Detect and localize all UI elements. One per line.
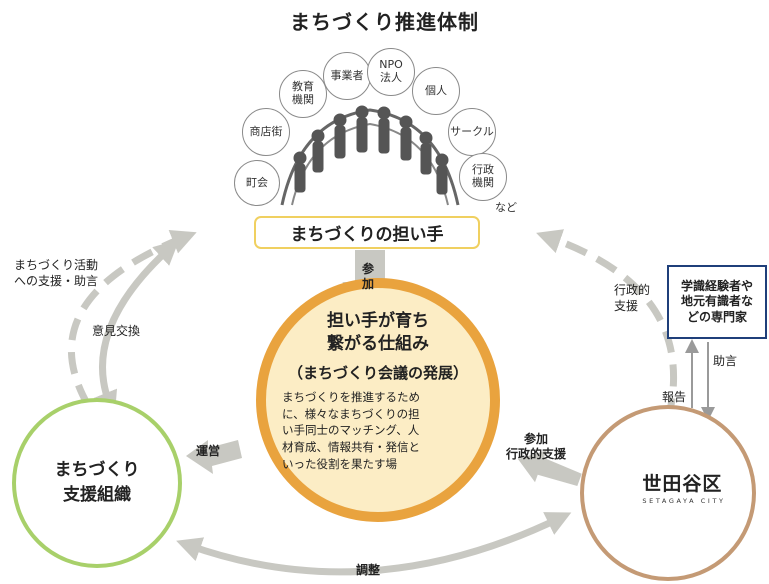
- center-subtitle: （まちづくり会議の発展）: [287, 364, 468, 382]
- label-opinion-exchange: 意見交換: [92, 324, 141, 338]
- actor-chokai: 町会: [234, 160, 280, 206]
- right-dashed-arc: [536, 229, 678, 421]
- people-illustration: [280, 105, 460, 206]
- opinion-exchange-arrow: [93, 239, 180, 417]
- setagaya-text: 世田谷区 SETAGAYA CITY: [642, 473, 726, 506]
- label-sanka-top: 参 加: [362, 262, 375, 291]
- setagaya-circle: [580, 405, 756, 581]
- label-advice: 助言: [713, 354, 738, 368]
- setagaya-logo: 世田谷区 SETAGAYA CITY: [580, 473, 756, 506]
- actor-npo: NPO 法人: [367, 48, 415, 96]
- actor-government: 行政 機関: [459, 153, 507, 201]
- label-support-advice: まちづくり活動 への支援・助言: [14, 258, 99, 288]
- actor-education: 教育 機関: [279, 70, 327, 118]
- center-description: まちづくりを推進するため に、様々なまちづくりの担 い手同士のマッチング、人 材…: [282, 390, 420, 471]
- setagaya-name-en: SETAGAYA CITY: [642, 497, 726, 505]
- actor-shotengai: 商店街: [242, 108, 290, 156]
- label-chosei: 調整: [356, 563, 381, 577]
- experts-box: 学識経験者や 地元有識者な どの専門家: [667, 265, 767, 339]
- center-title: 担い手が育ち 繋がる仕組み: [327, 311, 429, 355]
- emblem-spacer: [610, 477, 636, 503]
- actor-circle: サークル: [448, 108, 496, 156]
- setagaya-name: 世田谷区: [642, 473, 723, 495]
- sanka-right-arrow: [517, 450, 582, 486]
- support-organization: まちづくり 支援組織: [12, 398, 182, 568]
- label-sanka-right: 参加 行政的支援: [506, 432, 567, 461]
- label-report: 報告: [662, 390, 687, 404]
- label-admin-support: 行政的 支援: [614, 283, 651, 313]
- actor-business: 事業者: [323, 52, 371, 100]
- actor-individual: 個人: [412, 67, 460, 115]
- unei-arrow: [186, 440, 242, 474]
- chosei-arrow: [176, 512, 572, 576]
- center-circle: [256, 278, 500, 522]
- label-unei: 運営: [196, 444, 221, 458]
- diagram-title: まちづくり推進体制: [290, 10, 479, 34]
- ninaite-box: まちづくりの担い手: [254, 216, 480, 249]
- actors-suffix: など: [495, 201, 517, 214]
